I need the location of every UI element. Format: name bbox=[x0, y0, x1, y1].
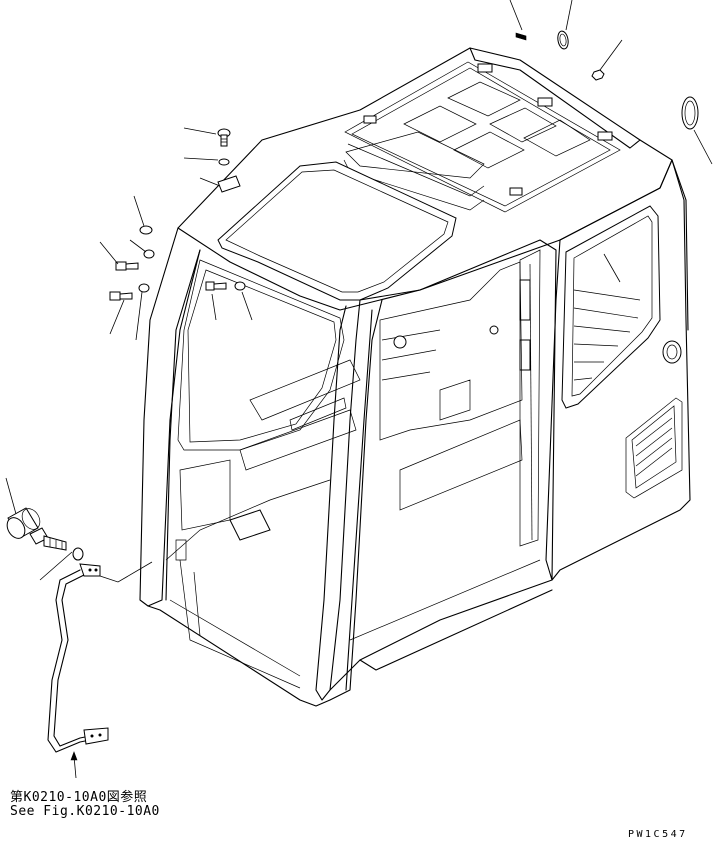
figure-reference-en: See Fig.K0210-10A0 bbox=[10, 804, 160, 819]
roof-nut bbox=[591, 69, 605, 81]
rear-seal bbox=[681, 96, 699, 130]
pillar-bolt-upper bbox=[115, 249, 155, 271]
loose-parts bbox=[6, 30, 699, 753]
figure-reference-jp: 第K0210-10A0図参照 bbox=[10, 790, 148, 805]
drawing-code: PW1C547 bbox=[628, 829, 688, 840]
roof-bolt bbox=[217, 128, 231, 147]
lower-bolt bbox=[29, 527, 67, 551]
roof-washer bbox=[218, 158, 230, 166]
o-ring bbox=[139, 225, 153, 235]
window-bolt bbox=[205, 281, 246, 291]
handrail-rod bbox=[47, 563, 109, 753]
lower-washer bbox=[72, 547, 84, 561]
roof-clip bbox=[217, 175, 241, 193]
leader-lines bbox=[5, 0, 713, 779]
roof-grommet bbox=[557, 30, 569, 50]
cab-shell bbox=[139, 47, 691, 707]
roof-plug bbox=[515, 32, 527, 41]
pillar-bolt-lower bbox=[109, 283, 150, 301]
collar bbox=[6, 507, 41, 539]
